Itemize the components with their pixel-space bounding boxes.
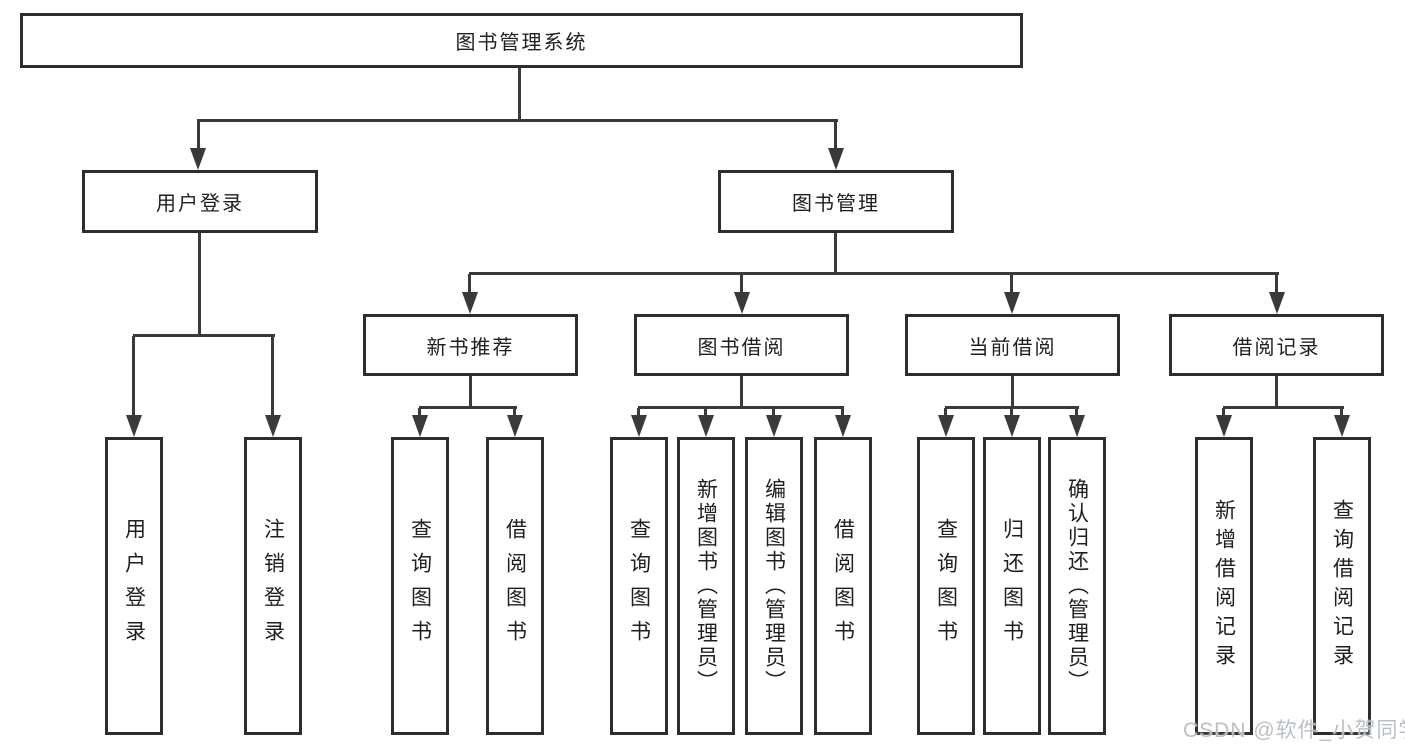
connector-vline [1010, 274, 1013, 294]
csdn-watermark: CSDN @软件_小贺同学 [1183, 719, 1405, 742]
arrow-down-icon [1069, 415, 1085, 437]
connector-vline [740, 376, 743, 408]
connector-vline [772, 408, 775, 418]
leaf-confirm-return-admin: 确认归还（管理员） [1048, 437, 1106, 735]
connector-vline [740, 274, 743, 294]
connector-vline [418, 408, 421, 418]
arrow-down-icon [462, 292, 478, 314]
node-label: 当前借阅 [968, 336, 1057, 359]
leaf-label: 借阅图书 [503, 518, 527, 654]
leaf-label: 借阅图书 [831, 518, 855, 654]
connector-vline [518, 68, 521, 122]
connector-vline [468, 274, 471, 294]
connector-vline [198, 233, 201, 336]
arrow-down-icon [734, 292, 750, 314]
arrow-down-icon [835, 415, 851, 437]
arrow-down-icon [265, 415, 281, 437]
connector-hline [469, 272, 1279, 275]
node-label: 图书借阅 [697, 336, 786, 359]
connector-hline [945, 406, 1079, 409]
connector-vline [841, 408, 844, 418]
leaf-query-books-recommend: 查询图书 [391, 437, 449, 735]
connector-vline [271, 336, 274, 417]
leaf-label: 编辑图书（管理员） [762, 478, 786, 694]
connector-vline [469, 376, 472, 408]
arrow-down-icon [1004, 415, 1020, 437]
node-label: 借阅记录 [1232, 336, 1321, 359]
leaf-query-books-current: 查询图书 [917, 437, 975, 735]
arrow-down-icon [938, 415, 954, 437]
node-label: 用户登录 [156, 193, 244, 215]
leaf-add-book-admin: 新增图书（管理员） [677, 437, 735, 735]
connector-vline [1011, 376, 1014, 408]
node-new-book-recommend: 新书推荐 [363, 314, 578, 376]
node-label: 图书管理系统 [455, 32, 588, 54]
arrow-down-icon [1004, 292, 1020, 314]
leaf-label: 用户登录 [122, 518, 146, 654]
connector-vline [1340, 408, 1343, 418]
connector-vline [197, 121, 200, 150]
connector-hline [197, 119, 838, 122]
arrow-down-icon [1216, 415, 1232, 437]
connector-vline [834, 121, 837, 150]
leaf-edit-book-admin: 编辑图书（管理员） [745, 437, 803, 735]
connector-vline [513, 408, 516, 418]
leaf-label: 注销登录 [261, 518, 285, 654]
leaf-query-borrow-record: 查询借阅记录 [1313, 437, 1371, 735]
connector-vline [637, 408, 640, 418]
arrow-down-icon [190, 148, 206, 170]
arrow-down-icon [766, 415, 782, 437]
connector-vline [1275, 376, 1278, 408]
connector-vline [1010, 408, 1013, 418]
arrow-down-icon [412, 415, 428, 437]
leaf-label: 新增图书（管理员） [694, 478, 718, 694]
leaf-label: 查询图书 [934, 518, 958, 654]
arrow-down-icon [1334, 415, 1350, 437]
connector-hline [133, 334, 275, 337]
node-book-management: 图书管理 [718, 170, 954, 233]
connector-vline [132, 336, 135, 417]
leaf-label: 确认归还（管理员） [1065, 478, 1089, 694]
connector-vline [1222, 408, 1225, 418]
leaf-borrow-books-recommend: 借阅图书 [486, 437, 544, 735]
leaf-user-login: 用户登录 [105, 437, 163, 735]
connector-hline [419, 406, 517, 409]
arrow-down-icon [631, 415, 647, 437]
leaf-label: 查询图书 [627, 518, 651, 654]
connector-vline [944, 408, 947, 418]
leaf-logout: 注销登录 [244, 437, 302, 735]
node-user-login: 用户登录 [82, 170, 318, 233]
connector-vline [704, 408, 707, 418]
node-borrow-records: 借阅记录 [1169, 314, 1384, 376]
connector-vline [1075, 408, 1078, 418]
arrow-down-icon [126, 415, 142, 437]
node-label: 图书管理 [792, 193, 880, 215]
node-label: 新书推荐 [426, 336, 515, 359]
connector-hline [638, 406, 844, 409]
leaf-query-books-borrow: 查询图书 [610, 437, 668, 735]
arrow-down-icon [828, 148, 844, 170]
node-current-borrow: 当前借阅 [905, 314, 1120, 376]
connector-vline [834, 233, 837, 274]
leaf-label: 归还图书 [1000, 518, 1024, 654]
node-book-borrow: 图书借阅 [634, 314, 849, 376]
leaf-return-book: 归还图书 [983, 437, 1041, 735]
leaf-label: 查询借阅记录 [1330, 499, 1354, 673]
arrow-down-icon [698, 415, 714, 437]
leaf-label: 查询图书 [408, 518, 432, 654]
connector-vline [1275, 274, 1278, 294]
arrow-down-icon [1269, 292, 1285, 314]
leaf-borrow-books: 借阅图书 [814, 437, 872, 735]
arrow-down-icon [507, 415, 523, 437]
leaf-add-borrow-record: 新增借阅记录 [1195, 437, 1253, 735]
connector-hline [1223, 406, 1344, 409]
leaf-label: 新增借阅记录 [1212, 499, 1236, 673]
node-root: 图书管理系统 [20, 13, 1023, 68]
